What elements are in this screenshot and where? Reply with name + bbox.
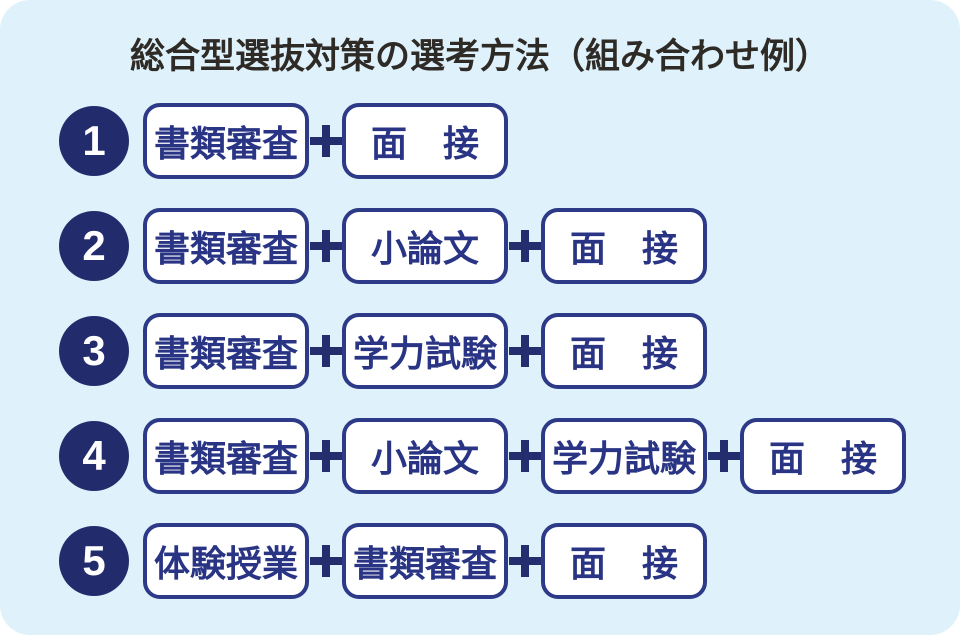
step-box: 書類審査: [143, 313, 309, 389]
step-box: 学力試験: [541, 418, 707, 494]
step-box: 面 接: [740, 418, 906, 494]
plus-connector: [508, 523, 541, 599]
plus-icon: [508, 545, 541, 577]
step-box: 小論文: [342, 418, 508, 494]
plus-connector: [508, 208, 541, 284]
plus-icon: [309, 125, 342, 157]
plus-connector: [508, 313, 541, 389]
plus-icon: [508, 230, 541, 262]
page-title: 総合型選抜対策の選考方法（組み合わせ例）: [129, 37, 830, 76]
row-number-badge: 2: [59, 211, 129, 281]
step-box: 書類審査: [342, 523, 508, 599]
plus-icon: [707, 440, 740, 472]
plus-connector: [707, 418, 740, 494]
plus-connector: [309, 313, 342, 389]
plus-icon: [309, 545, 342, 577]
plus-icon: [508, 335, 541, 367]
selection-method-rows: 1 書類審査面 接 2 書類審査小論文面 接 3 書類審査学力試験面 接 4 書…: [59, 103, 906, 599]
row-number-badge: 4: [59, 421, 129, 491]
selection-method-row: 1 書類審査面 接: [59, 103, 906, 179]
plus-icon: [309, 440, 342, 472]
step-box: 書類審査: [143, 103, 309, 179]
plus-connector: [309, 523, 342, 599]
step-box: 面 接: [541, 208, 707, 284]
plus-icon: [508, 440, 541, 472]
step-box: 書類審査: [143, 208, 309, 284]
step-box: 面 接: [541, 313, 707, 389]
plus-connector: [309, 418, 342, 494]
plus-icon: [309, 230, 342, 262]
plus-connector: [508, 418, 541, 494]
row-number-badge: 5: [59, 526, 129, 596]
plus-connector: [309, 103, 342, 179]
selection-method-row: 2 書類審査小論文面 接: [59, 208, 906, 284]
step-box: 学力試験: [342, 313, 508, 389]
row-number-badge: 3: [59, 316, 129, 386]
step-box: 面 接: [342, 103, 508, 179]
selection-method-row: 5 体験授業書類審査面 接: [59, 523, 906, 599]
step-box: 書類審査: [143, 418, 309, 494]
step-box: 体験授業: [143, 523, 309, 599]
plus-icon: [309, 335, 342, 367]
selection-method-row: 4 書類審査小論文学力試験面 接: [59, 418, 906, 494]
plus-connector: [309, 208, 342, 284]
selection-method-row: 3 書類審査学力試験面 接: [59, 313, 906, 389]
row-number-badge: 1: [59, 106, 129, 176]
step-box: 小論文: [342, 208, 508, 284]
step-box: 面 接: [541, 523, 707, 599]
